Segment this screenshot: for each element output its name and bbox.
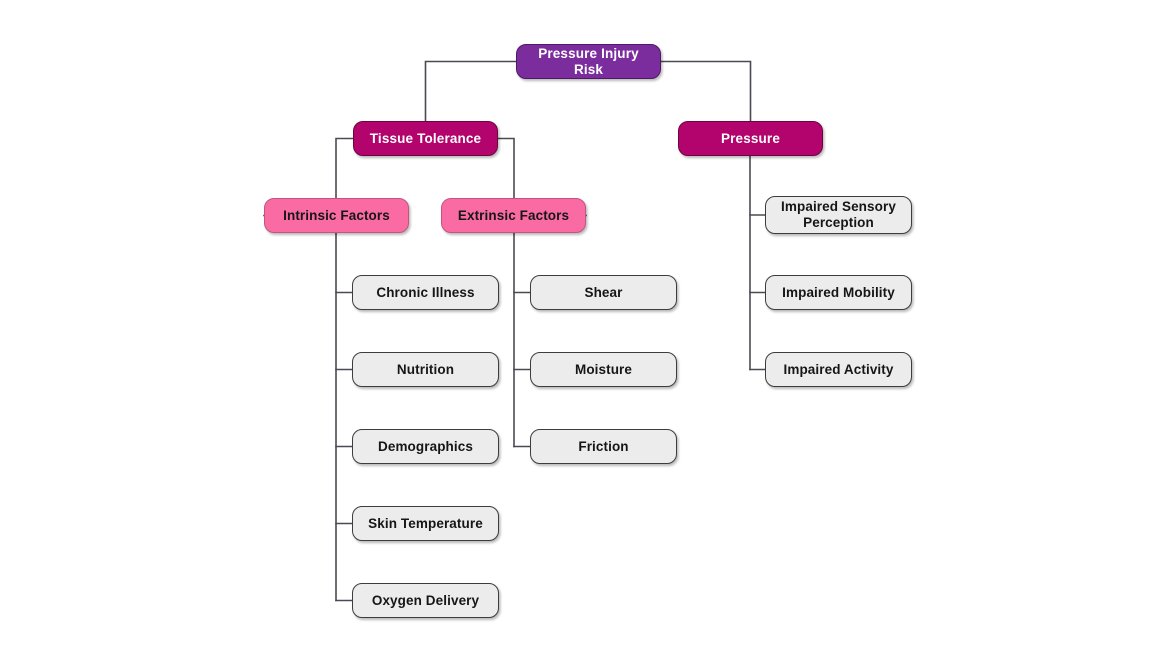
node-label-moisture: Moisture bbox=[574, 361, 633, 377]
node-nutrition[interactable]: Nutrition bbox=[352, 352, 499, 387]
node-label-sensory: Impaired Sensory Perception bbox=[781, 199, 896, 230]
node-sensory[interactable]: Impaired Sensory Perception bbox=[765, 196, 912, 234]
node-label-extrinsic: Extrinsic Factors bbox=[457, 207, 570, 223]
edge-root-to-tissue-tolerance bbox=[424, 60, 517, 122]
node-shear[interactable]: Shear bbox=[530, 275, 677, 310]
node-demo[interactable]: Demographics bbox=[352, 429, 499, 464]
node-friction[interactable]: Friction bbox=[530, 429, 677, 464]
node-label-activity: Impaired Activity bbox=[783, 361, 894, 377]
node-moisture[interactable]: Moisture bbox=[530, 352, 677, 387]
node-label-intrinsic: Intrinsic Factors bbox=[283, 207, 390, 223]
node-skintemp[interactable]: Skin Temperature bbox=[352, 506, 499, 541]
node-activity[interactable]: Impaired Activity bbox=[765, 352, 912, 387]
node-label-nutrition: Nutrition bbox=[396, 361, 455, 377]
node-tissue[interactable]: Tissue Tolerance bbox=[353, 121, 498, 156]
node-chronic[interactable]: Chronic Illness bbox=[352, 275, 499, 310]
edge-root-to-pressure bbox=[660, 60, 752, 122]
node-root[interactable]: Pressure Injury Risk bbox=[516, 44, 661, 79]
node-oxygen[interactable]: Oxygen Delivery bbox=[352, 583, 499, 618]
node-label-oxygen: Oxygen Delivery bbox=[371, 592, 480, 608]
node-mobility[interactable]: Impaired Mobility bbox=[765, 275, 912, 310]
node-label-shear: Shear bbox=[584, 284, 623, 300]
node-label-mobility: Impaired Mobility bbox=[782, 284, 895, 300]
node-label-friction: Friction bbox=[578, 438, 629, 454]
node-label-pressure: Pressure bbox=[721, 130, 780, 146]
node-pressure[interactable]: Pressure bbox=[678, 121, 823, 156]
node-extrinsic[interactable]: Extrinsic Factors bbox=[441, 198, 586, 233]
edge-tissue-right-trunk bbox=[497, 137, 515, 448]
node-intrinsic[interactable]: Intrinsic Factors bbox=[264, 198, 409, 233]
node-label-demo: Demographics bbox=[378, 438, 473, 454]
node-label-chronic: Chronic Illness bbox=[376, 284, 475, 300]
node-label-tissue: Tissue Tolerance bbox=[369, 130, 482, 146]
node-label-skintemp: Skin Temperature bbox=[368, 515, 483, 531]
node-label-root: Pressure Injury Risk bbox=[538, 45, 639, 77]
